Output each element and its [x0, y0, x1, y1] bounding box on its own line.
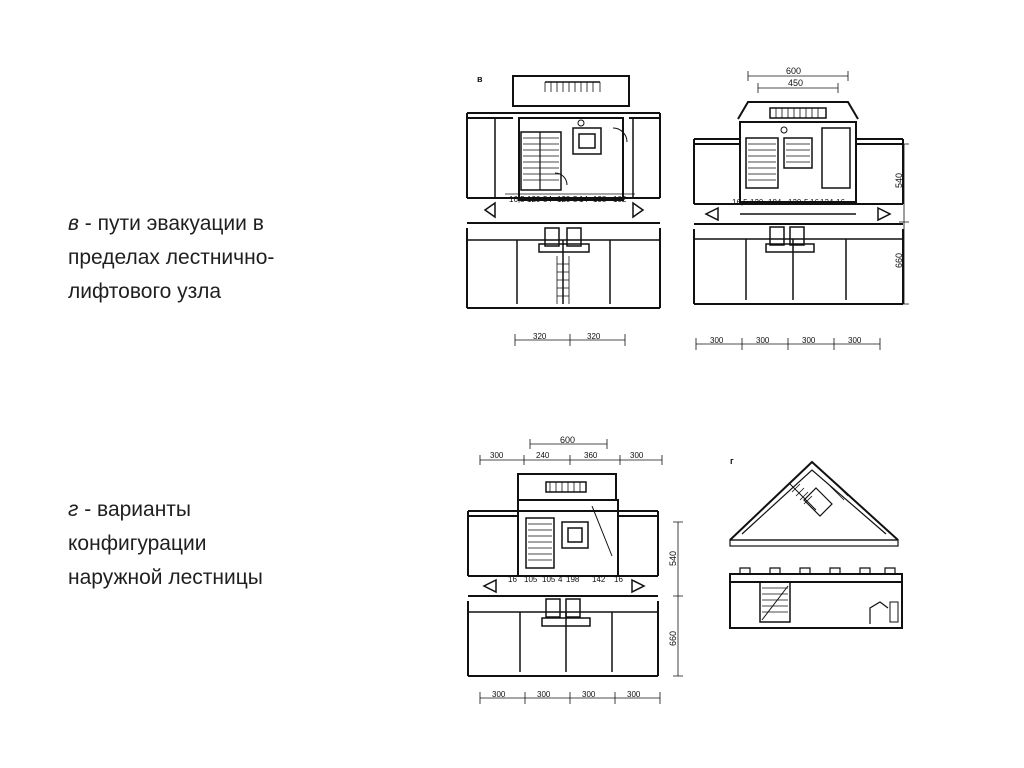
dim-label: 120: [750, 198, 764, 207]
plan-v-evacuation-left: в 16,5 120 54 120 5 14 198 102: [455, 68, 680, 358]
plan-v-evacuation-right: 600 450 16,5 120 184 120 5 16 134 16 540…: [688, 64, 910, 354]
caption-letter: г: [68, 498, 79, 521]
panel-label: в: [477, 74, 483, 84]
top-row-dim: 360: [584, 451, 598, 460]
plan-g-stair-configurations: г: [720, 452, 915, 634]
bottom-dim: 300: [802, 336, 816, 345]
dims-row: 16 105 105 4 198 142 16: [508, 575, 623, 584]
dim-label: 16,5: [732, 198, 748, 207]
caption-external-stair-variants: г - варианты конфигурации наружной лестн…: [68, 493, 263, 595]
dims-row: 16,5 120 54 120 5 14 198 102: [509, 195, 627, 204]
panel-label: г: [730, 456, 734, 466]
top-row-dims: 300 240 360 300: [490, 451, 644, 460]
top-row-dim: 300: [490, 451, 504, 460]
bottom-dim: 300: [537, 690, 551, 699]
dim-label: 16: [810, 198, 819, 207]
caption-line-2: конфигурации: [68, 532, 207, 555]
side-dim: 660: [668, 631, 678, 646]
dim-label: 120: [557, 195, 571, 204]
dim-label: 14: [579, 195, 588, 204]
bottom-dim: 300: [627, 690, 641, 699]
bottom-dim: 300: [582, 690, 596, 699]
dim-label: 198: [593, 195, 607, 204]
bottom-dim: 300: [848, 336, 862, 345]
dim-label: 5: [804, 198, 809, 207]
top-dim: 450: [788, 78, 803, 88]
dim-label: 120: [788, 198, 802, 207]
plan-g-external-stair-left: 600 300 240 360 300 16 105 105 4 198 142…: [462, 435, 694, 708]
dim-label: 54: [543, 195, 552, 204]
bottom-dim: 300: [492, 690, 506, 699]
top-dim: 600: [786, 66, 801, 76]
caption-text: - пути эвакуации в: [78, 212, 264, 235]
bottom-dim: 320: [587, 332, 601, 341]
side-dim: 540: [668, 551, 678, 566]
dim-label: 198: [566, 575, 580, 584]
top-row-dim: 300: [630, 451, 644, 460]
dims-row: 16,5 120 184 120 5 16 134 16: [732, 198, 845, 207]
caption-line-1: в - пути эвакуации в: [68, 207, 274, 241]
dim-label: 134: [820, 198, 834, 207]
top-row-dim: 240: [536, 451, 550, 460]
top-dim: 600: [560, 436, 575, 445]
caption-evacuation-routes: в - пути эвакуации в пределах лестнично-…: [68, 207, 274, 309]
caption-line-3: лифтового узла: [68, 280, 221, 303]
dim-label: 4: [558, 575, 563, 584]
dim-label: 16: [508, 575, 517, 584]
dim-label: 16: [614, 575, 623, 584]
side-dim: 660: [894, 253, 904, 268]
caption-line-1: г - варианты: [68, 493, 263, 527]
dim-label: 105: [542, 575, 556, 584]
bottom-dim: 300: [710, 336, 724, 345]
bottom-dim: 320: [533, 332, 547, 341]
dim-label: 102: [613, 195, 627, 204]
dim-label: 16,5: [509, 195, 525, 204]
caption-line-3: наружной лестницы: [68, 566, 263, 589]
dim-label: 120: [527, 195, 541, 204]
caption-text: - варианты: [78, 498, 192, 521]
caption-letter: в: [68, 212, 79, 235]
dim-label: 184: [768, 198, 782, 207]
dim-label: 142: [592, 575, 606, 584]
bottom-dim: 300: [756, 336, 770, 345]
dim-label: 16: [836, 198, 845, 207]
dim-label: 105: [524, 575, 538, 584]
side-dim: 540: [894, 173, 904, 188]
dim-label: 5: [573, 195, 578, 204]
caption-line-2: пределах лестнично-: [68, 246, 275, 269]
